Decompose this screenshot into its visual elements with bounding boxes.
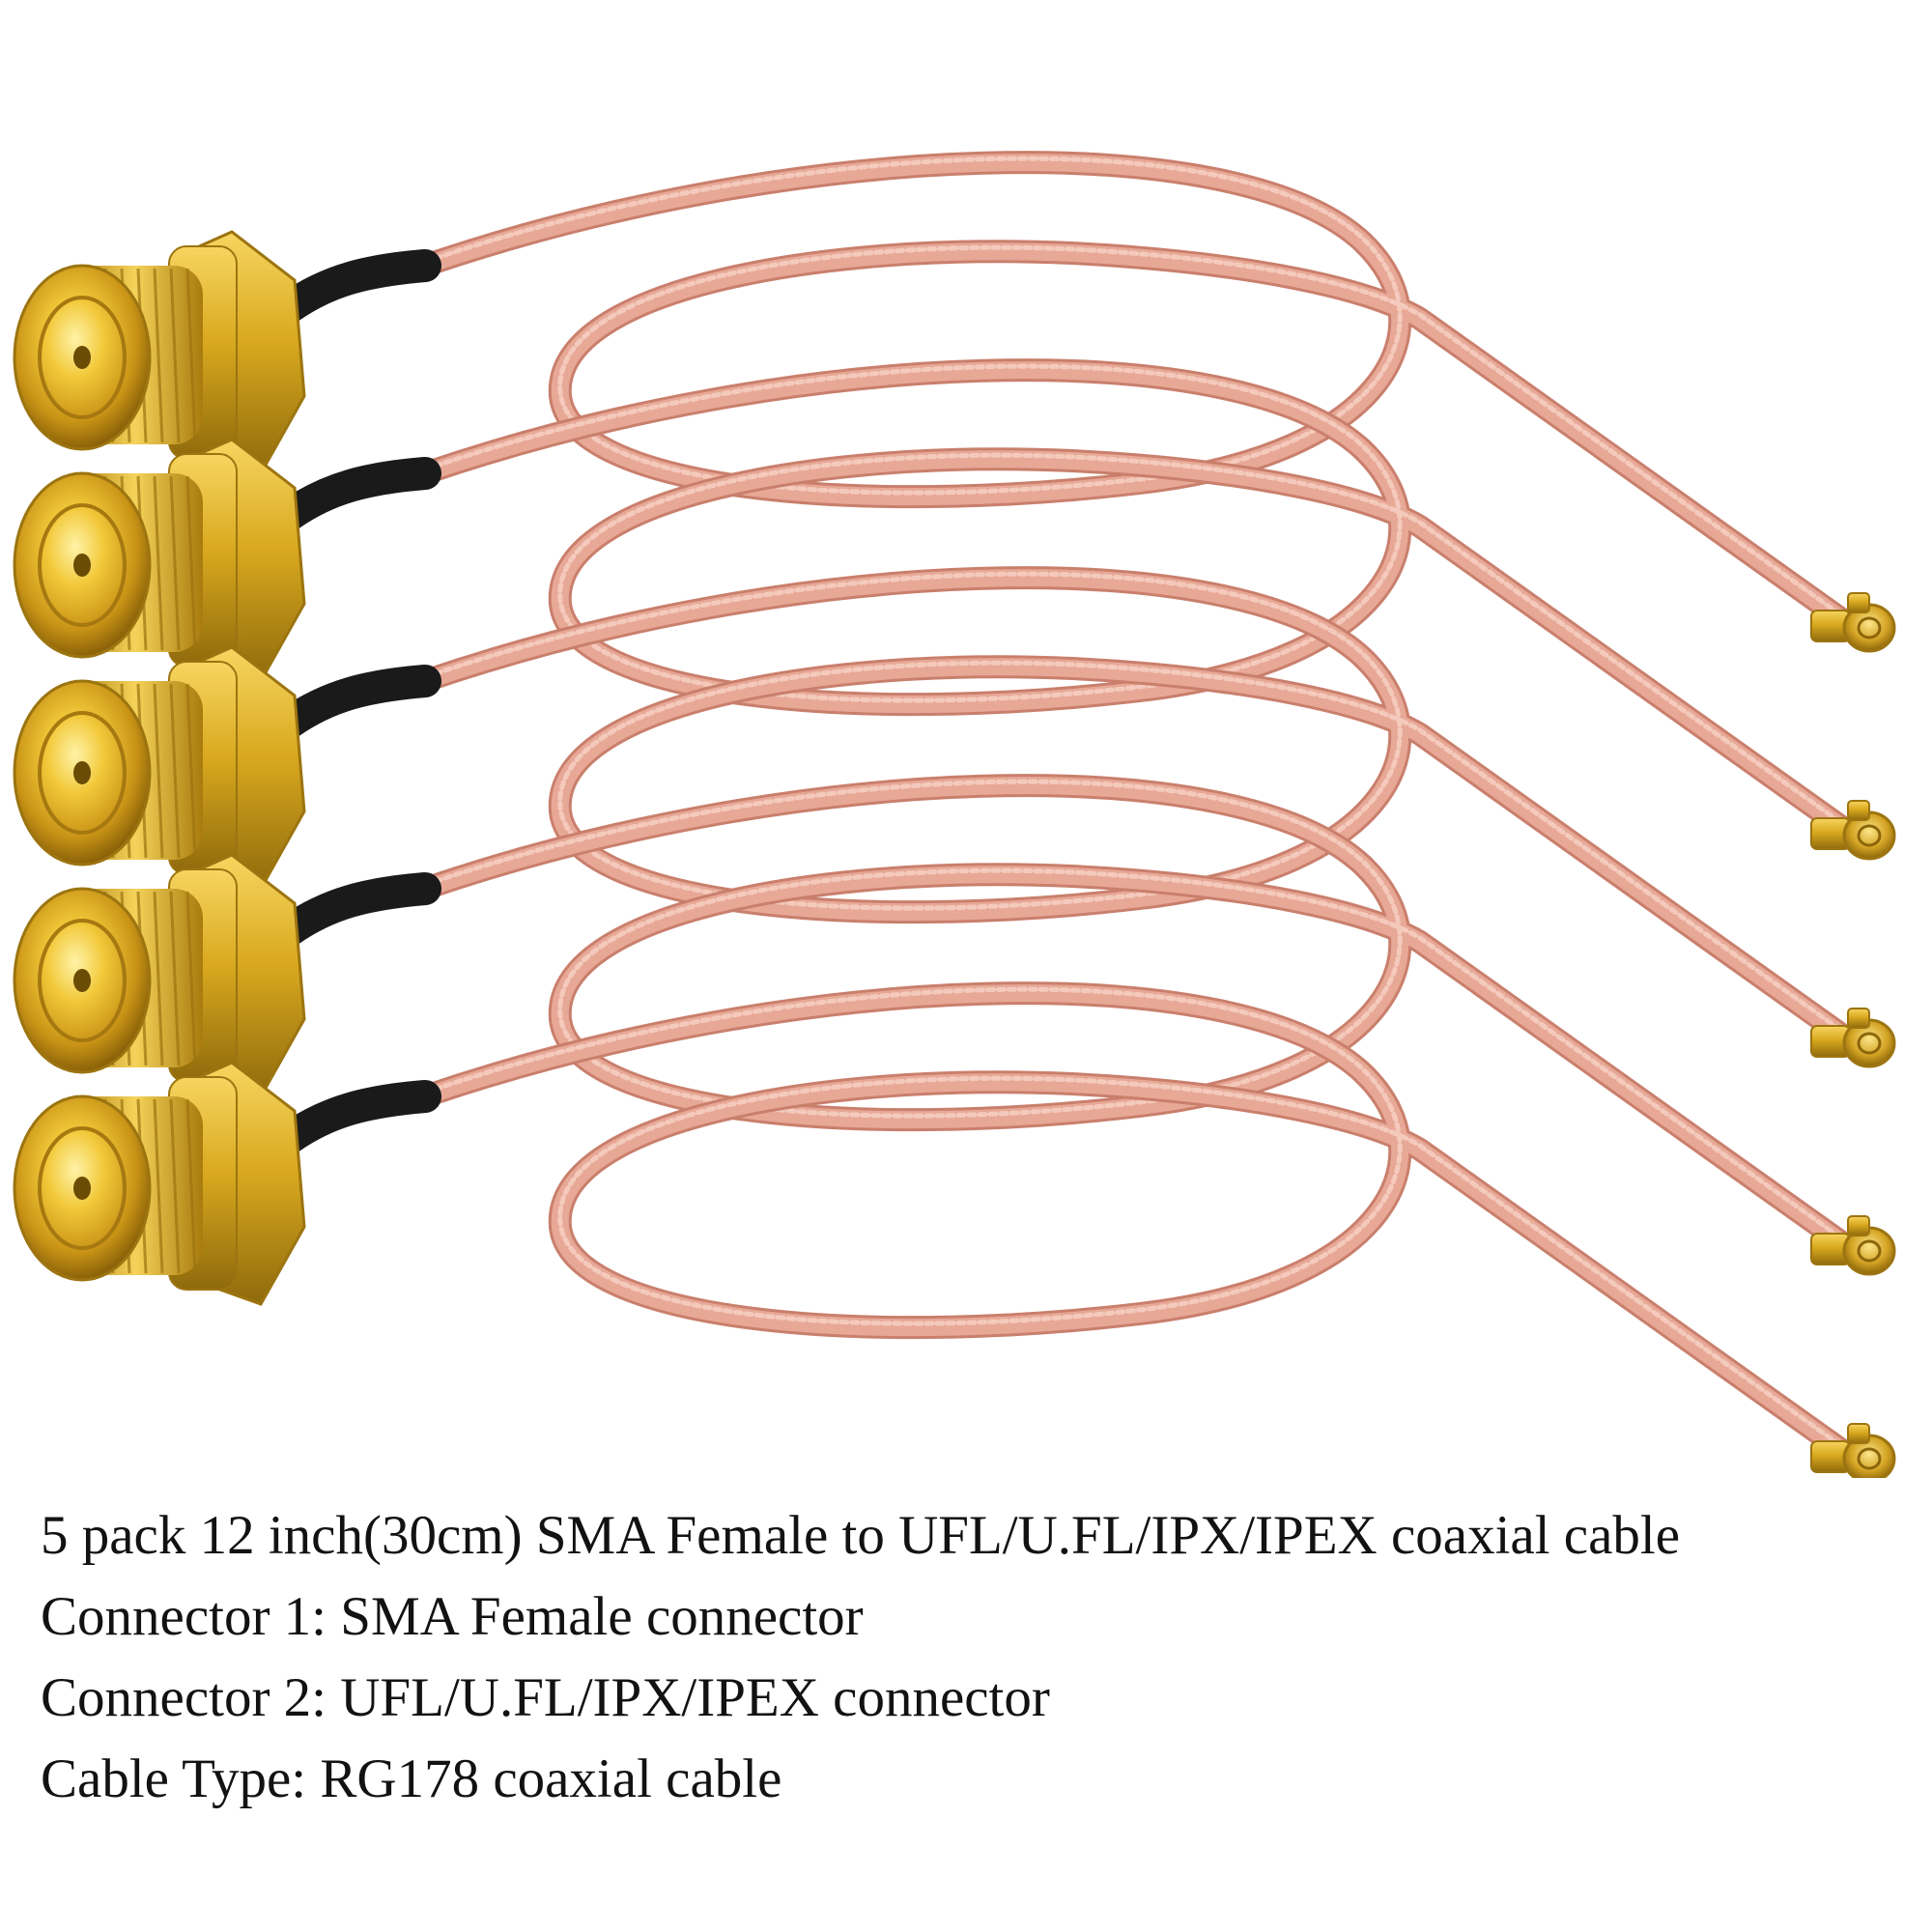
- coaxial-cable-icon: [413, 358, 1852, 838]
- cable-jacket: [416, 154, 1849, 627]
- ufl-connector-icon: [1810, 1008, 1896, 1068]
- heat-shrink-sleeve: [273, 665, 441, 739]
- sma-female-connector-icon: [13, 438, 306, 683]
- coaxial-cable-icon: [413, 566, 1852, 1045]
- cable-jacket: [416, 569, 1849, 1042]
- coaxial-cable-icon: [413, 774, 1852, 1253]
- heat-shrink-sleeve: [273, 457, 441, 531]
- sma-female-connector-icon: [13, 853, 306, 1098]
- cable-jacket: [416, 361, 1849, 835]
- ufl-connector-icon: [1810, 592, 1896, 653]
- cable-highlight: [422, 156, 1843, 617]
- heat-shrink-sleeve: [273, 249, 441, 324]
- coaxial-cable-icon: [413, 151, 1852, 630]
- product-caption: 5 pack 12 inch(30cm) SMA Female to UFL/U…: [41, 1495, 1915, 1820]
- caption-cable-type: Cable Type: RG178 coaxial cable: [41, 1748, 782, 1809]
- ufl-connector-icon: [1810, 1423, 1896, 1478]
- sma-female-connector-icon: [13, 230, 306, 475]
- sma-female-connector-icon: [13, 645, 306, 891]
- heat-shrink-sleeve: [273, 1080, 441, 1154]
- cable-jacket: [416, 777, 1849, 1250]
- caption-connector-1: Connector 1: SMA Female connector: [41, 1586, 864, 1647]
- caption-title: 5 pack 12 inch(30cm) SMA Female to UFL/U…: [41, 1505, 1681, 1566]
- cable-jacket: [416, 984, 1849, 1458]
- caption-connector-2: Connector 2: UFL/U.FL/IPX/IPEX connector: [41, 1667, 1050, 1728]
- heat-shrink-sleeve: [273, 872, 441, 947]
- ufl-connector-icon: [1810, 1215, 1896, 1276]
- cable-highlight: [422, 571, 1843, 1033]
- cable-highlight: [422, 986, 1843, 1448]
- cable-group: [13, 151, 1896, 1478]
- cable-highlight: [422, 363, 1843, 825]
- cable-highlight: [422, 779, 1843, 1240]
- ufl-connector-icon: [1810, 800, 1896, 861]
- cable-assembly-photo: [13, 151, 1896, 1478]
- coaxial-cable-icon: [413, 981, 1852, 1461]
- sma-female-connector-icon: [13, 1061, 306, 1306]
